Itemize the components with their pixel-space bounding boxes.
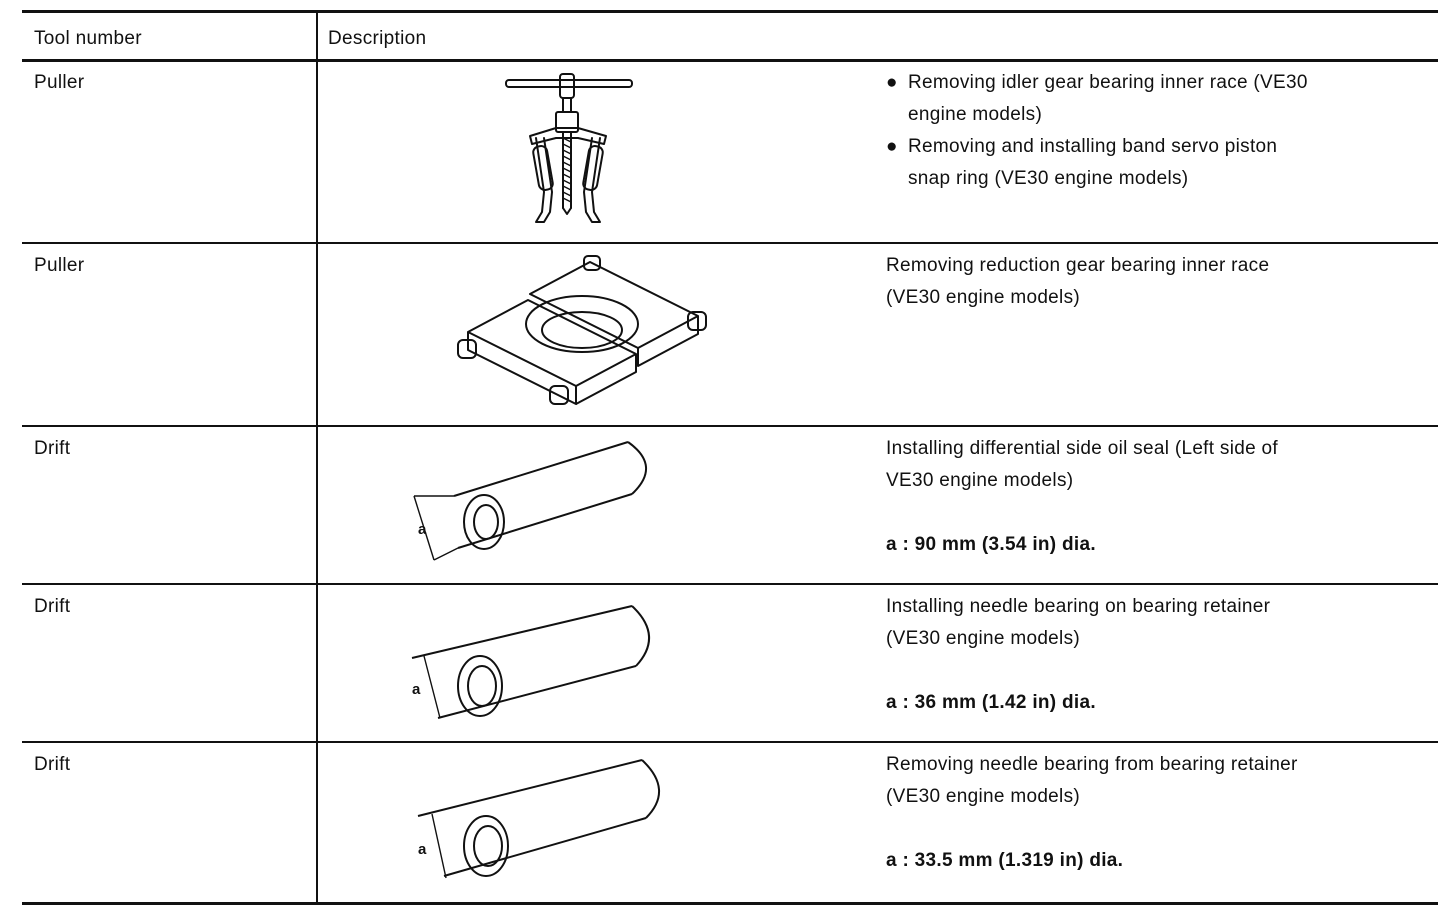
dimension-label: a — [418, 521, 427, 538]
bearing-splitter-illustration — [457, 255, 707, 405]
row-divider — [22, 583, 1438, 585]
spec-dimension: a : 33.5 mm (1.319 in) dia. — [886, 850, 1124, 871]
dimension-label: a — [418, 841, 427, 858]
drift-illustration: a — [413, 441, 648, 561]
spec-dimension: a : 90 mm (3.54 in) dia. — [886, 534, 1096, 555]
tool-name: Drift — [34, 754, 71, 775]
bullet-dot-icon: ● — [886, 136, 898, 157]
header-tool-number: Tool number — [34, 28, 142, 49]
tool-name: Puller — [34, 255, 85, 276]
bullet-item: ●Removing idler gear bearing inner race … — [886, 67, 1308, 99]
tool-name: Drift — [34, 438, 71, 459]
description: Removing reduction gear bearing inner ra… — [886, 255, 1270, 308]
tool-name: Drift — [34, 596, 71, 617]
row-divider — [22, 741, 1438, 743]
dimension-label: a — [412, 681, 421, 698]
row-divider — [22, 425, 1438, 427]
description: ●Removing idler gear bearing inner race … — [886, 67, 1308, 195]
drift-illustration: a — [411, 605, 651, 719]
header-bottom-rule — [22, 59, 1438, 62]
description: Removing needle bearing from bearing ret… — [886, 749, 1298, 877]
bullet-dot-icon: ● — [886, 72, 898, 93]
tool-name: Puller — [34, 72, 85, 93]
table-top-rule — [22, 10, 1438, 13]
header-description: Description — [328, 28, 427, 49]
bullet-item: ●Removing and installing band servo pist… — [886, 131, 1308, 163]
row-divider — [22, 242, 1438, 244]
two-jaw-puller-illustration — [505, 73, 633, 223]
column-divider — [316, 12, 318, 903]
drift-illustration: a — [417, 759, 661, 879]
description: Installing needle bearing on bearing ret… — [886, 591, 1270, 719]
description: Installing differential side oil seal (L… — [886, 433, 1278, 561]
spec-dimension: a : 36 mm (1.42 in) dia. — [886, 692, 1096, 713]
table-bottom-rule — [22, 902, 1438, 905]
